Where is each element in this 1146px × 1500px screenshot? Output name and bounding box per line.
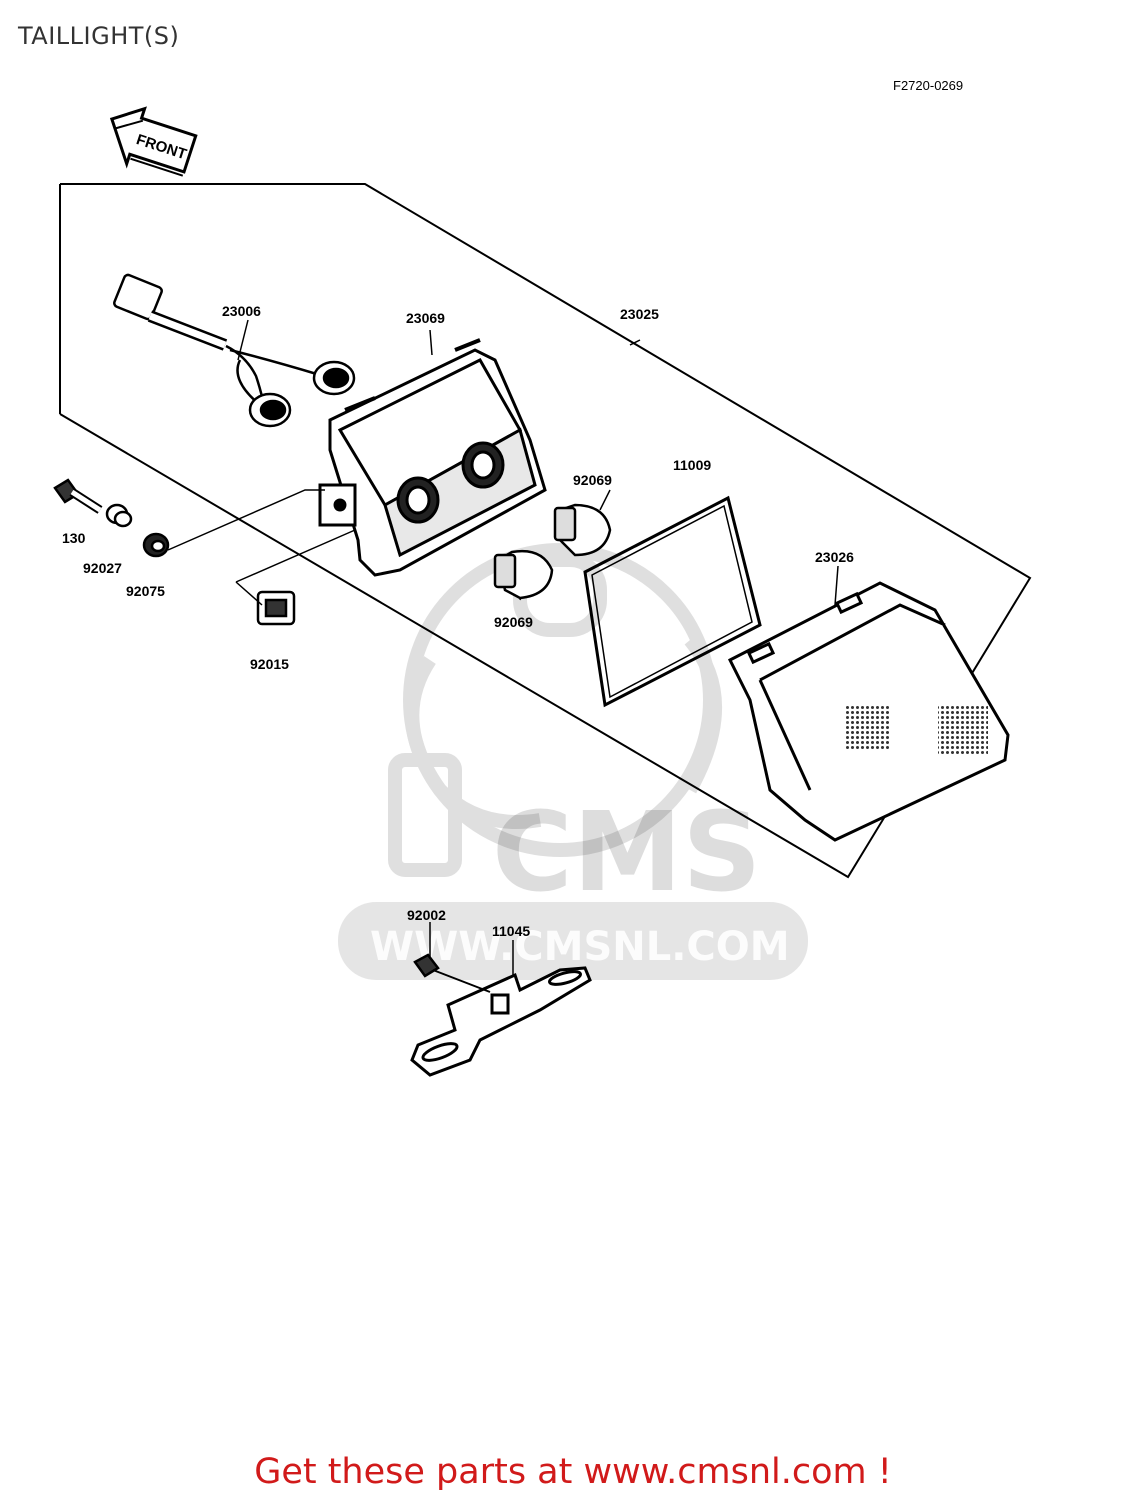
lens-23026 <box>727 581 1010 842</box>
part-number-23069: 23069 <box>406 310 445 326</box>
figure-code: F2720-0269 <box>893 78 964 93</box>
watermark-logo-text: CMS <box>492 788 761 916</box>
nut-92015 <box>256 590 296 626</box>
cms-watermark <box>388 543 722 877</box>
part-number-11009: 11009 <box>673 457 712 473</box>
part-number-23026: 23026 <box>815 549 854 565</box>
part-number-92002: 92002 <box>407 907 446 923</box>
watermark-url-text: WWW.CMSNL.COM <box>370 924 790 970</box>
footer-cta-link[interactable]: Get these parts at www.cmsnl.com ! <box>254 1452 892 1492</box>
assembly-boundary-23025 <box>59 183 1032 879</box>
part-number-130: 130 <box>62 530 86 546</box>
part-number-92075: 92075 <box>126 583 165 599</box>
grommet-92075 <box>142 532 170 558</box>
parts-diagram: CMS WWW.CMSNL.COM FRONT <box>53 106 1032 1077</box>
license-bracket-11045 <box>410 966 592 1077</box>
gasket-11009 <box>583 495 762 708</box>
watermark-url-bar <box>338 902 808 980</box>
part-number-92027: 92027 <box>83 560 122 576</box>
part-number-92069-upper: 92069 <box>573 472 612 488</box>
collar-92027 <box>105 503 133 528</box>
bulb-92069-upper <box>553 503 612 557</box>
part-number-92015: 92015 <box>250 656 289 672</box>
part-number-11045: 11045 <box>492 923 531 939</box>
bolt-92002 <box>413 953 491 993</box>
page-title: TAILLIGHT(S) <box>18 22 180 50</box>
bulb-92069-lower <box>493 549 554 600</box>
bolt-130 <box>53 478 103 514</box>
front-direction-arrow: FRONT <box>109 106 198 177</box>
taillight-base-23069 <box>318 338 547 577</box>
part-number-92069-lower: 92069 <box>494 614 533 630</box>
part-number-23025: 23025 <box>620 306 659 322</box>
wiring-harness-23006 <box>113 273 356 428</box>
part-number-23006: 23006 <box>222 303 261 319</box>
